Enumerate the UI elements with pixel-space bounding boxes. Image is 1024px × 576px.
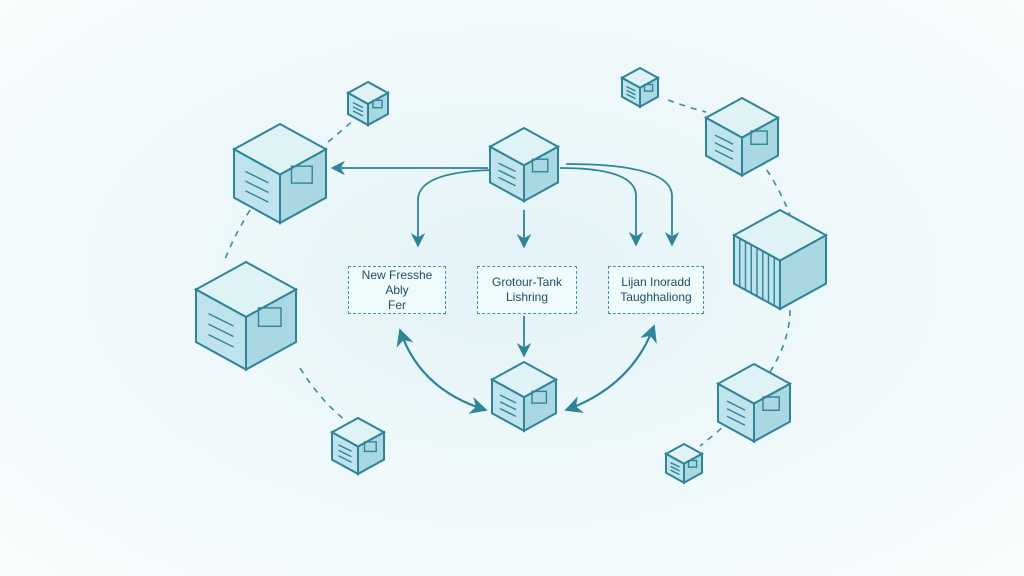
ring-right-lower [769, 309, 791, 373]
cube-document-icon [487, 126, 561, 203]
label-box-left: New Fresshe Ably Fer [348, 266, 446, 314]
connector-hub-to-right-label [559, 167, 644, 247]
label-box-right: Lijan Inoradd Taughhaliong [608, 266, 704, 314]
cube-panel-icon [703, 96, 781, 178]
cube-icon [619, 66, 661, 109]
cube-map-icon [231, 122, 329, 225]
ring-right-upper [759, 159, 791, 216]
ring-topleft [327, 117, 357, 143]
connector-hub-to-left-label [410, 169, 493, 248]
cube-icon [329, 416, 387, 476]
cube-panel-icon [715, 362, 793, 444]
ring-left-lower [299, 367, 346, 421]
ring-left-upper [223, 209, 251, 263]
connector-hub-to-right-label-2 [565, 163, 680, 247]
cube-device-icon [193, 260, 299, 372]
connectors [330, 160, 680, 414]
cube-fingerprint-icon [489, 360, 559, 433]
cube-icon [345, 80, 391, 127]
label-center-text: Grotour-Tank Lishring [491, 275, 563, 304]
connector-right-curve [564, 324, 657, 413]
connector-left-curve [396, 328, 488, 414]
cube-server-icon [731, 208, 829, 311]
cube-nodes [193, 66, 829, 485]
label-box-center: Grotour-Tank Lishring [477, 266, 577, 314]
ring-topright [667, 99, 707, 113]
cube-icon [663, 442, 705, 485]
label-right-text: Lijan Inoradd Taughhaliong [620, 275, 692, 304]
label-left-text: New Fresshe Ably Fer [361, 267, 433, 312]
